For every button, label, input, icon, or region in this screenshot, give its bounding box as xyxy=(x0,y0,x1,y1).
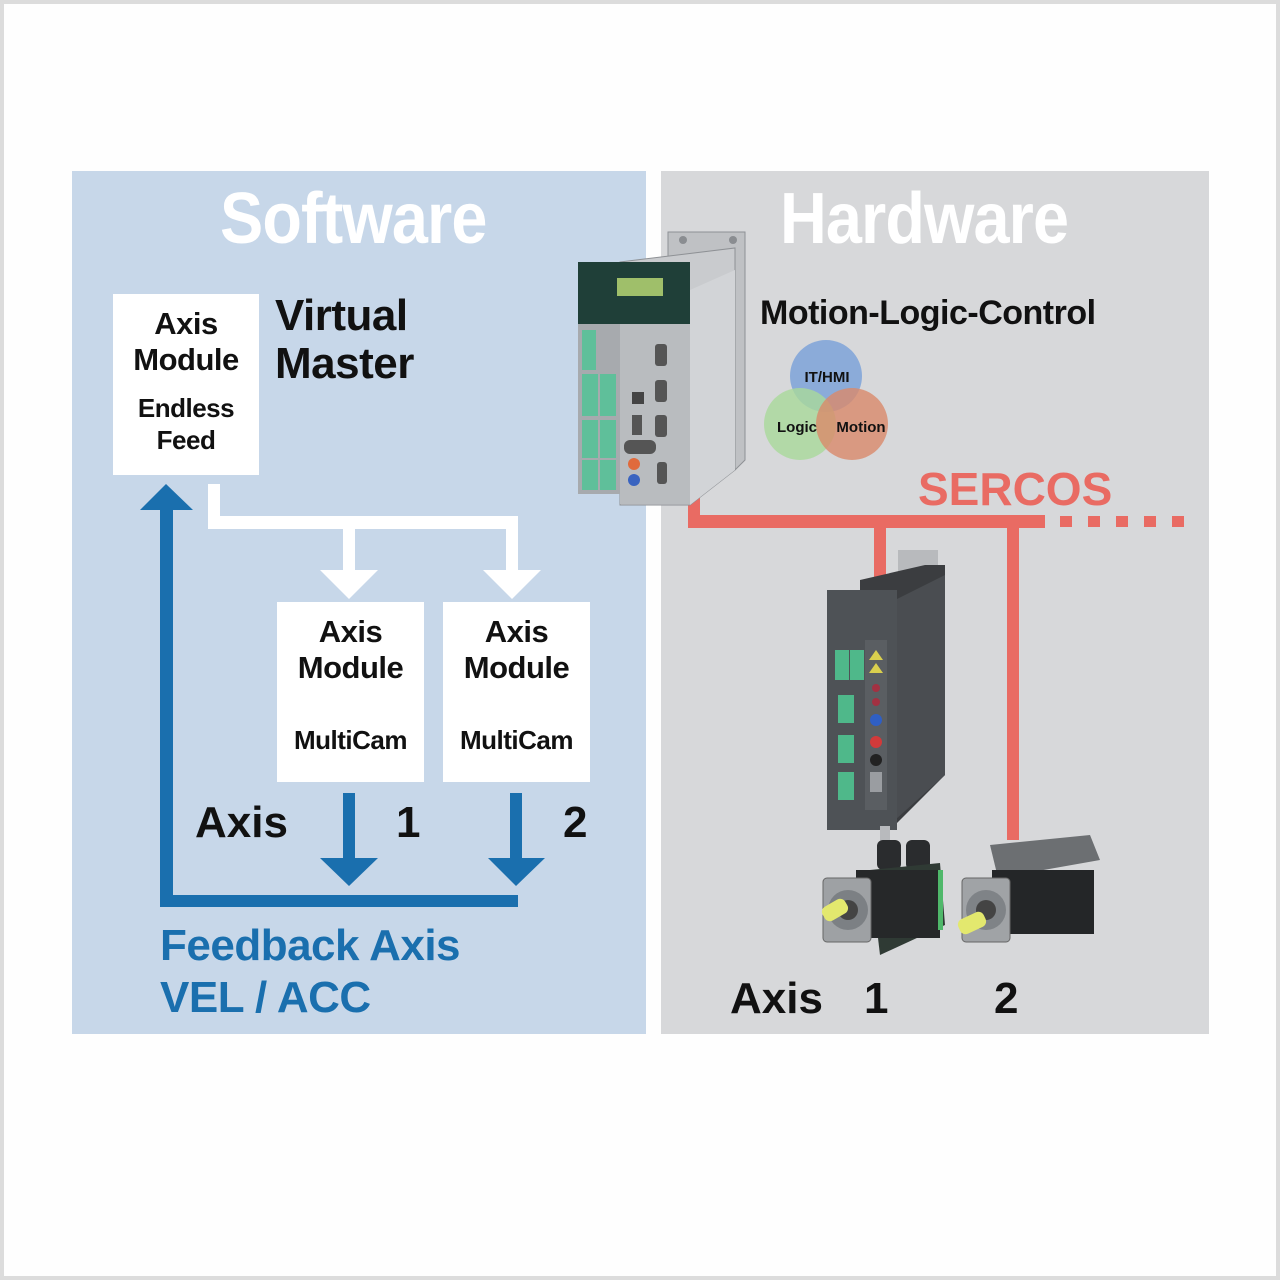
master-distribution-lines xyxy=(208,484,541,599)
feedback-horizontal xyxy=(160,895,518,907)
servo-motor-1-icon xyxy=(821,840,945,955)
feedback-line2: VEL / ACC xyxy=(160,973,371,1022)
hardware-axis-number-2: 2 xyxy=(994,974,1019,1023)
axis1-output-shaft xyxy=(343,793,355,859)
arrow-up-icon xyxy=(140,484,193,510)
sercos-dash xyxy=(1172,516,1184,527)
virtual-master-line1: Virtual xyxy=(275,291,408,340)
feedback-vertical xyxy=(160,508,173,907)
module-line2: Module xyxy=(133,342,239,377)
sercos-dash xyxy=(1088,516,1100,527)
hardware-title: Hardware xyxy=(780,179,1069,259)
software-title: Software xyxy=(220,179,487,259)
software-axis-label: Axis xyxy=(195,798,288,847)
module-line3: Endless xyxy=(137,393,235,423)
arrow-down-icon xyxy=(320,858,378,886)
controller-device-icon xyxy=(578,231,746,506)
venn-label-it-hmi: IT/HMI xyxy=(805,369,850,386)
feedback-axis-label: Feedback Axis VEL / ACC xyxy=(160,920,461,1024)
feedback-line1: Feedback Axis xyxy=(160,921,461,970)
software-axis-number-1: 1 xyxy=(396,798,421,847)
sercos-main-line xyxy=(688,515,1045,528)
module-line3: MultiCam xyxy=(460,725,574,755)
arrow-down-icon xyxy=(488,858,545,886)
axis-module-1: Axis Module MultiCam xyxy=(277,602,424,782)
hardware-axis-number-1: 1 xyxy=(864,974,889,1023)
module-line1: Axis xyxy=(484,614,549,649)
module-line2: Module xyxy=(297,650,404,685)
arrow-down-icon xyxy=(320,570,378,599)
sercos-branch-drive xyxy=(874,515,886,577)
servo-motor-2-icon xyxy=(957,835,1100,943)
virtual-master-line2: Master xyxy=(275,339,414,388)
module-line3: MultiCam xyxy=(294,725,408,755)
module-line1: Axis xyxy=(318,614,383,649)
sercos-branch-motor2 xyxy=(1007,515,1019,840)
axis2-output-shaft xyxy=(510,793,522,859)
venn-label-logic: Logic xyxy=(777,419,817,436)
module-line2: Module xyxy=(463,650,570,685)
virtual-master-axis-module: Axis Module Endless Feed xyxy=(113,294,259,475)
sercos-dash xyxy=(1116,516,1128,527)
feedback-loop xyxy=(140,484,545,907)
sercos-dash xyxy=(1144,516,1156,527)
venn-label-motion: Motion xyxy=(836,419,885,436)
sercos-bus xyxy=(688,470,1184,840)
motion-logic-control-label: Motion-Logic-Control xyxy=(760,294,1096,332)
hardware-axis-label: Axis xyxy=(730,974,823,1023)
module-line1: Axis xyxy=(154,306,218,341)
servo-drive-icon xyxy=(827,550,945,868)
distribution-drop-1 xyxy=(343,516,355,572)
venn-circle-motion xyxy=(816,388,888,460)
virtual-master-label: Virtual Master xyxy=(275,292,414,388)
software-axis-number-2: 2 xyxy=(563,798,588,847)
sercos-dash xyxy=(1060,516,1072,527)
sercos-label: SERCOS xyxy=(918,463,1113,515)
axis-module-2: Axis Module MultiCam xyxy=(443,602,590,782)
distribution-horizontal xyxy=(208,516,518,529)
module-line4: Feed xyxy=(156,425,216,455)
distribution-drop-2 xyxy=(506,516,518,572)
venn-diagram: IT/HMI Logic Motion xyxy=(764,340,888,460)
arrow-down-icon xyxy=(483,570,541,599)
venn-circle-logic xyxy=(764,388,836,460)
